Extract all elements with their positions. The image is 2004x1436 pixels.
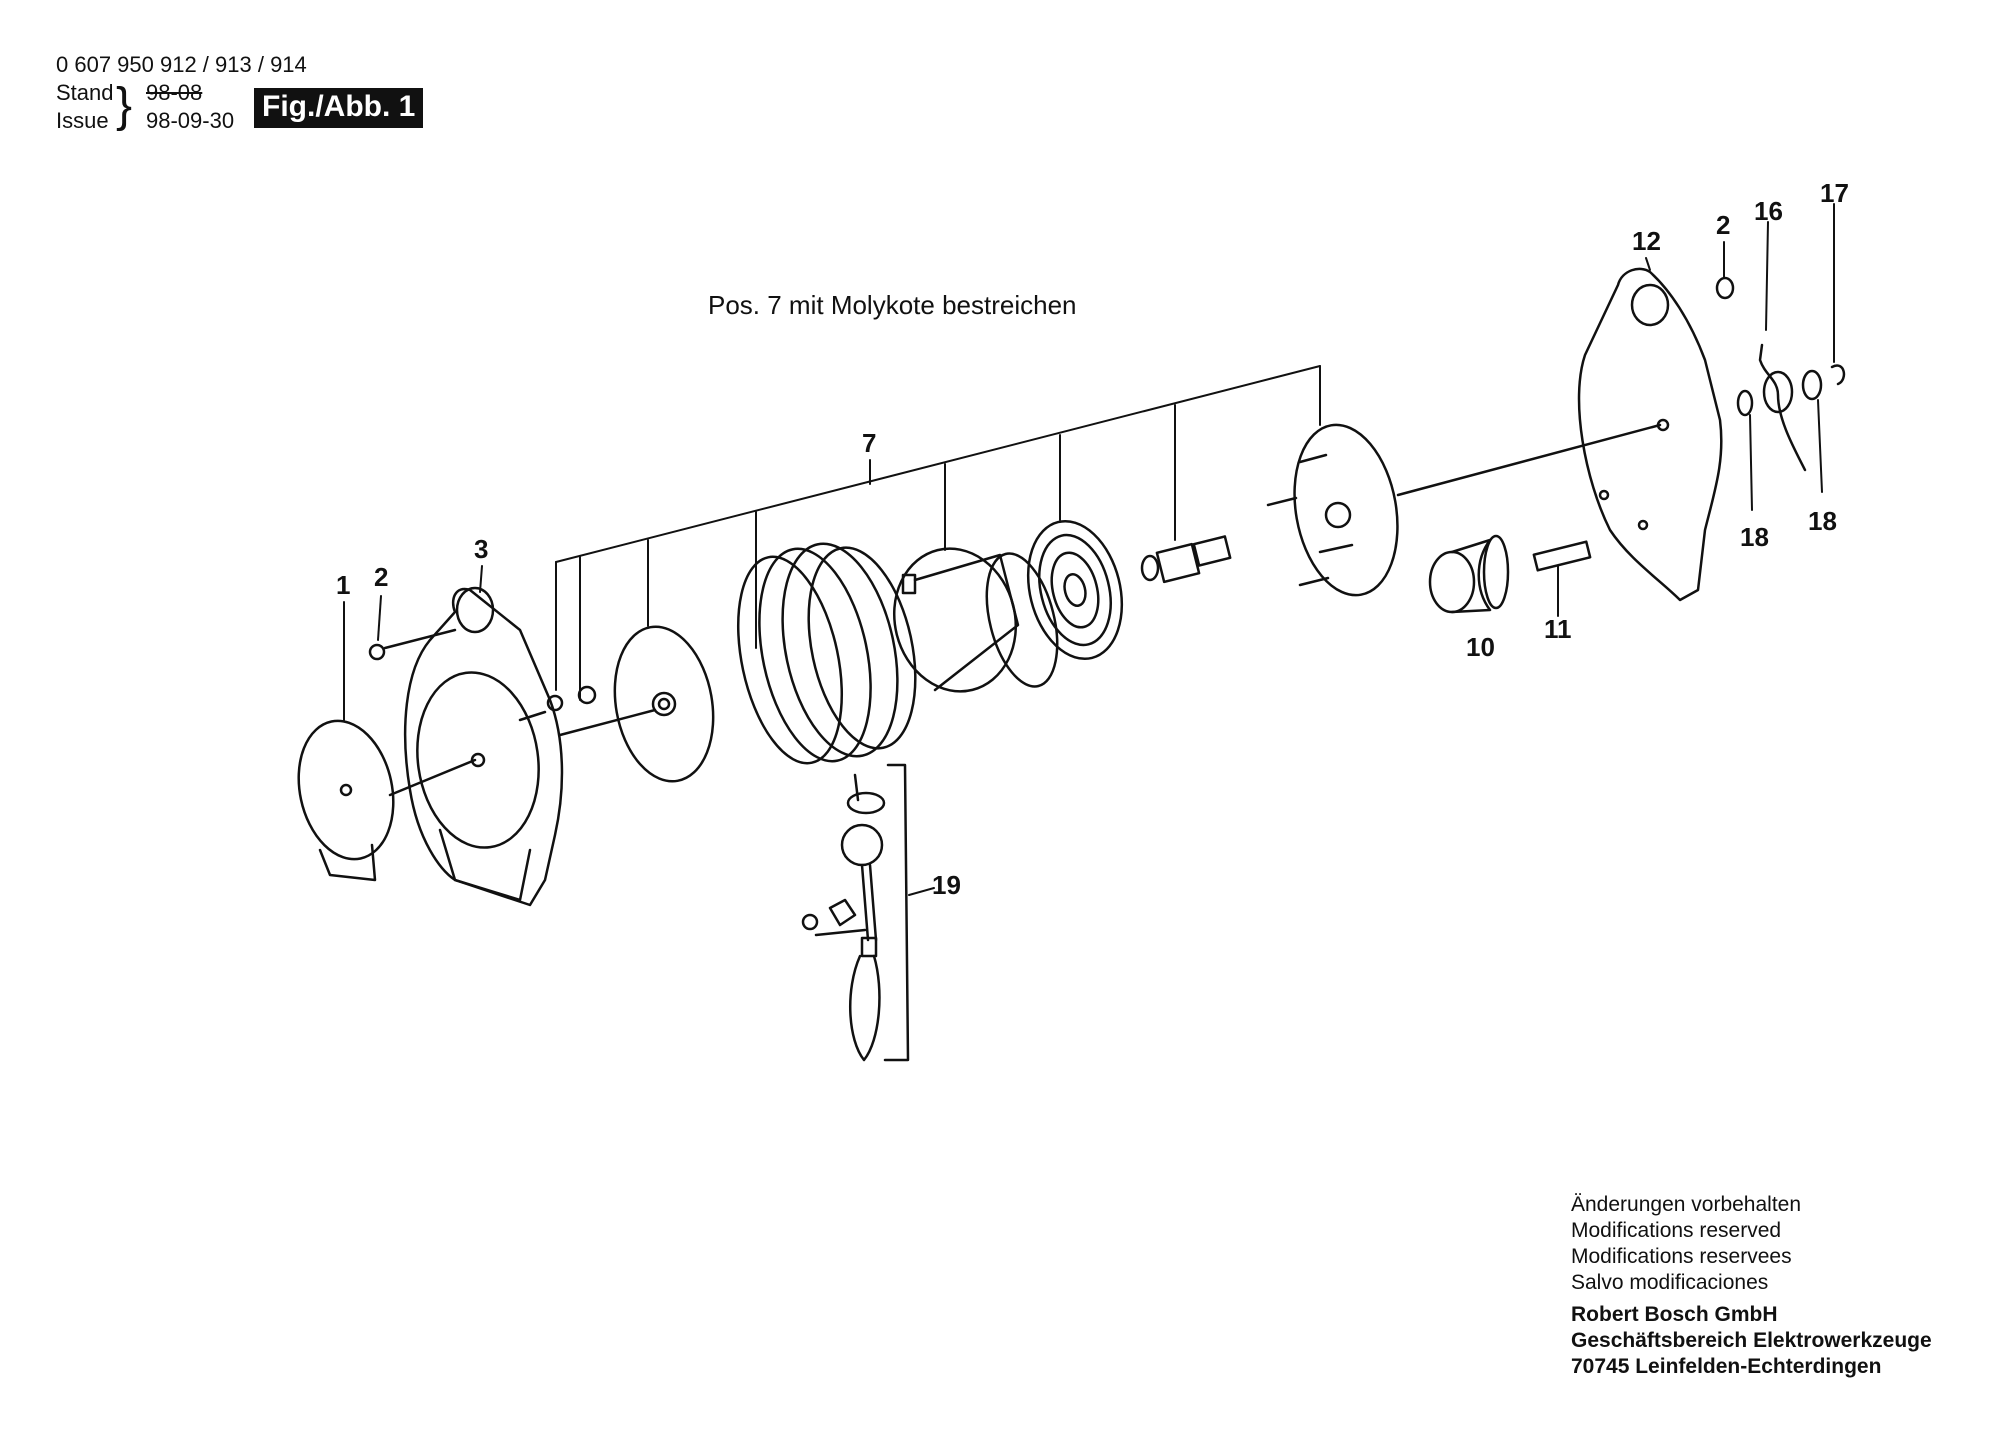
callout-17: 17 [1820,178,1849,208]
shaft [1140,535,1232,584]
callout-10: 10 [1466,632,1495,662]
assembly-note: Pos. 7 mit Molykote bestreichen [708,290,1077,320]
callout-7: 7 [862,428,877,458]
callout-1: 1 [336,570,351,600]
footer-block: Änderungen vorbehalten Modifications res… [1571,1192,1932,1380]
callout-19: 19 [932,870,961,900]
issue-value: 98-09-30 [146,108,235,133]
spiral-spring [1026,519,1124,661]
figure-label: Fig./Abb. 1 [254,88,424,128]
cable-coil [736,542,917,802]
callout-3: 3 [474,534,489,564]
callout-18-right: 18 [1808,506,1837,536]
callout-11: 11 [1544,614,1572,644]
axis-line-mid [558,708,657,737]
callout-12: 12 [1632,226,1661,256]
footer-line-de: Änderungen vorbehalten [1571,1193,1802,1216]
company-division: Geschäftsbereich Elektrowerkzeuge [1571,1329,1932,1352]
callout-leaders [343,203,1835,896]
part-1-cover-plate [297,719,395,882]
callout-2-right: 2 [1716,210,1731,240]
footer-line-en: Modifications reserved [1571,1219,1782,1242]
callout-2-left: 2 [374,562,389,592]
company-address: 70745 Leinfelden-Echterdingen [1571,1355,1882,1378]
stand-value: 98-08 [146,80,203,105]
pin-plate [1266,423,1399,597]
part-12-bracket [1577,267,1723,602]
company-name: Robert Bosch GmbH [1571,1303,1778,1326]
part-19-cable-hook [801,763,910,1062]
axis-line-left [388,758,477,797]
stand-label: Stand [56,80,114,105]
part-10-roller [1428,534,1510,614]
callout-18-left: 18 [1740,522,1769,552]
footer-line-es: Salvo modificaciones [1571,1271,1769,1294]
axis-line-right [1396,423,1662,497]
brace-glyph: } [116,79,133,132]
part-3-housing [403,586,564,907]
spring-drum [892,547,1059,693]
bracket-hardware [1715,276,1846,472]
hub-disc [613,625,715,783]
part-11-pin [1532,540,1592,572]
callout-16: 16 [1754,196,1783,226]
issue-label: Issue [56,108,109,133]
footer-line-fr: Modifications reservees [1571,1245,1792,1268]
part-number-line: 0 607 950 912 / 913 / 914 [56,52,307,77]
